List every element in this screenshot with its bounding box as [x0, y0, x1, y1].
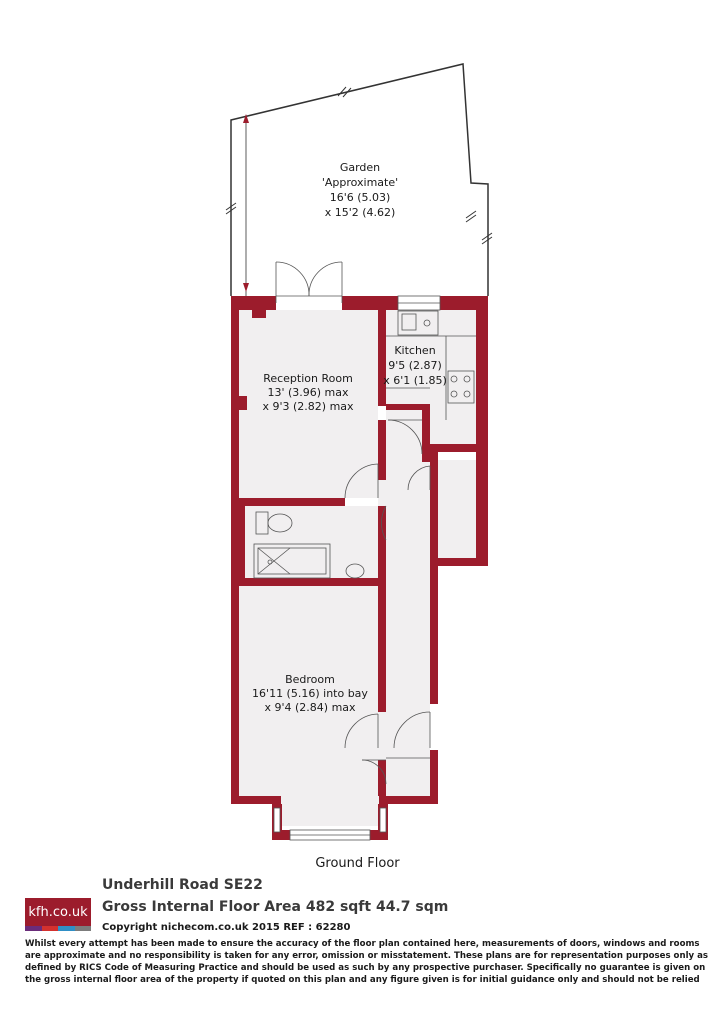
- bedroom-dim2: x 9'4 (2.84) max: [264, 701, 356, 714]
- logo-stripes: [25, 926, 91, 931]
- garden-name: Garden: [340, 161, 380, 174]
- logo-stripe: [74, 926, 91, 931]
- garden-dim1: 16'6 (5.03): [330, 191, 391, 204]
- bedroom-dim1: 16'11 (5.16) into bay: [252, 687, 368, 700]
- property-address: Underhill Road SE22: [102, 877, 263, 893]
- logo-stripe: [25, 926, 42, 931]
- garden-dimension-ticks: [225, 86, 493, 292]
- french-doors: [275, 261, 343, 303]
- walls: [231, 296, 488, 840]
- reception-dim1: 13' (3.96) max: [267, 386, 349, 399]
- logo-text: kfh.co.uk: [25, 898, 91, 926]
- interior-doors: [344, 419, 431, 785]
- kitchen-name: Kitchen: [394, 344, 435, 357]
- logo-stripe: [41, 926, 58, 931]
- windows: [273, 295, 441, 841]
- disclaimer: Whilst every attempt has been made to en…: [25, 939, 709, 984]
- kitchen-dim1: 9'5 (2.87): [388, 359, 442, 372]
- reception-dim2: x 9'3 (2.82) max: [262, 400, 354, 413]
- gross-internal-area: Gross Internal Floor Area 482 sqft 44.7 …: [102, 899, 449, 915]
- reception-name: Reception Room: [263, 372, 353, 385]
- copyright: Copyright nichecom.co.uk 2015 REF : 6228…: [102, 922, 351, 933]
- kfh-logo[interactable]: kfh.co.uk: [25, 898, 91, 932]
- garden-note: 'Approximate': [322, 176, 398, 189]
- bathroom-fixtures: [253, 511, 365, 579]
- logo-stripe: [58, 926, 75, 931]
- floor-plan: Garden 'Approximate' 16'6 (5.03) x 15'2 …: [225, 63, 493, 841]
- bedroom-name: Bedroom: [285, 673, 335, 686]
- garden-dim2: x 15'2 (4.62): [325, 206, 396, 219]
- kitchen-dim2: x 6'1 (1.85): [383, 374, 447, 387]
- garden-outline: [230, 63, 489, 296]
- kitchen-fixtures: [386, 310, 476, 420]
- floor-label: Ground Floor: [315, 856, 400, 871]
